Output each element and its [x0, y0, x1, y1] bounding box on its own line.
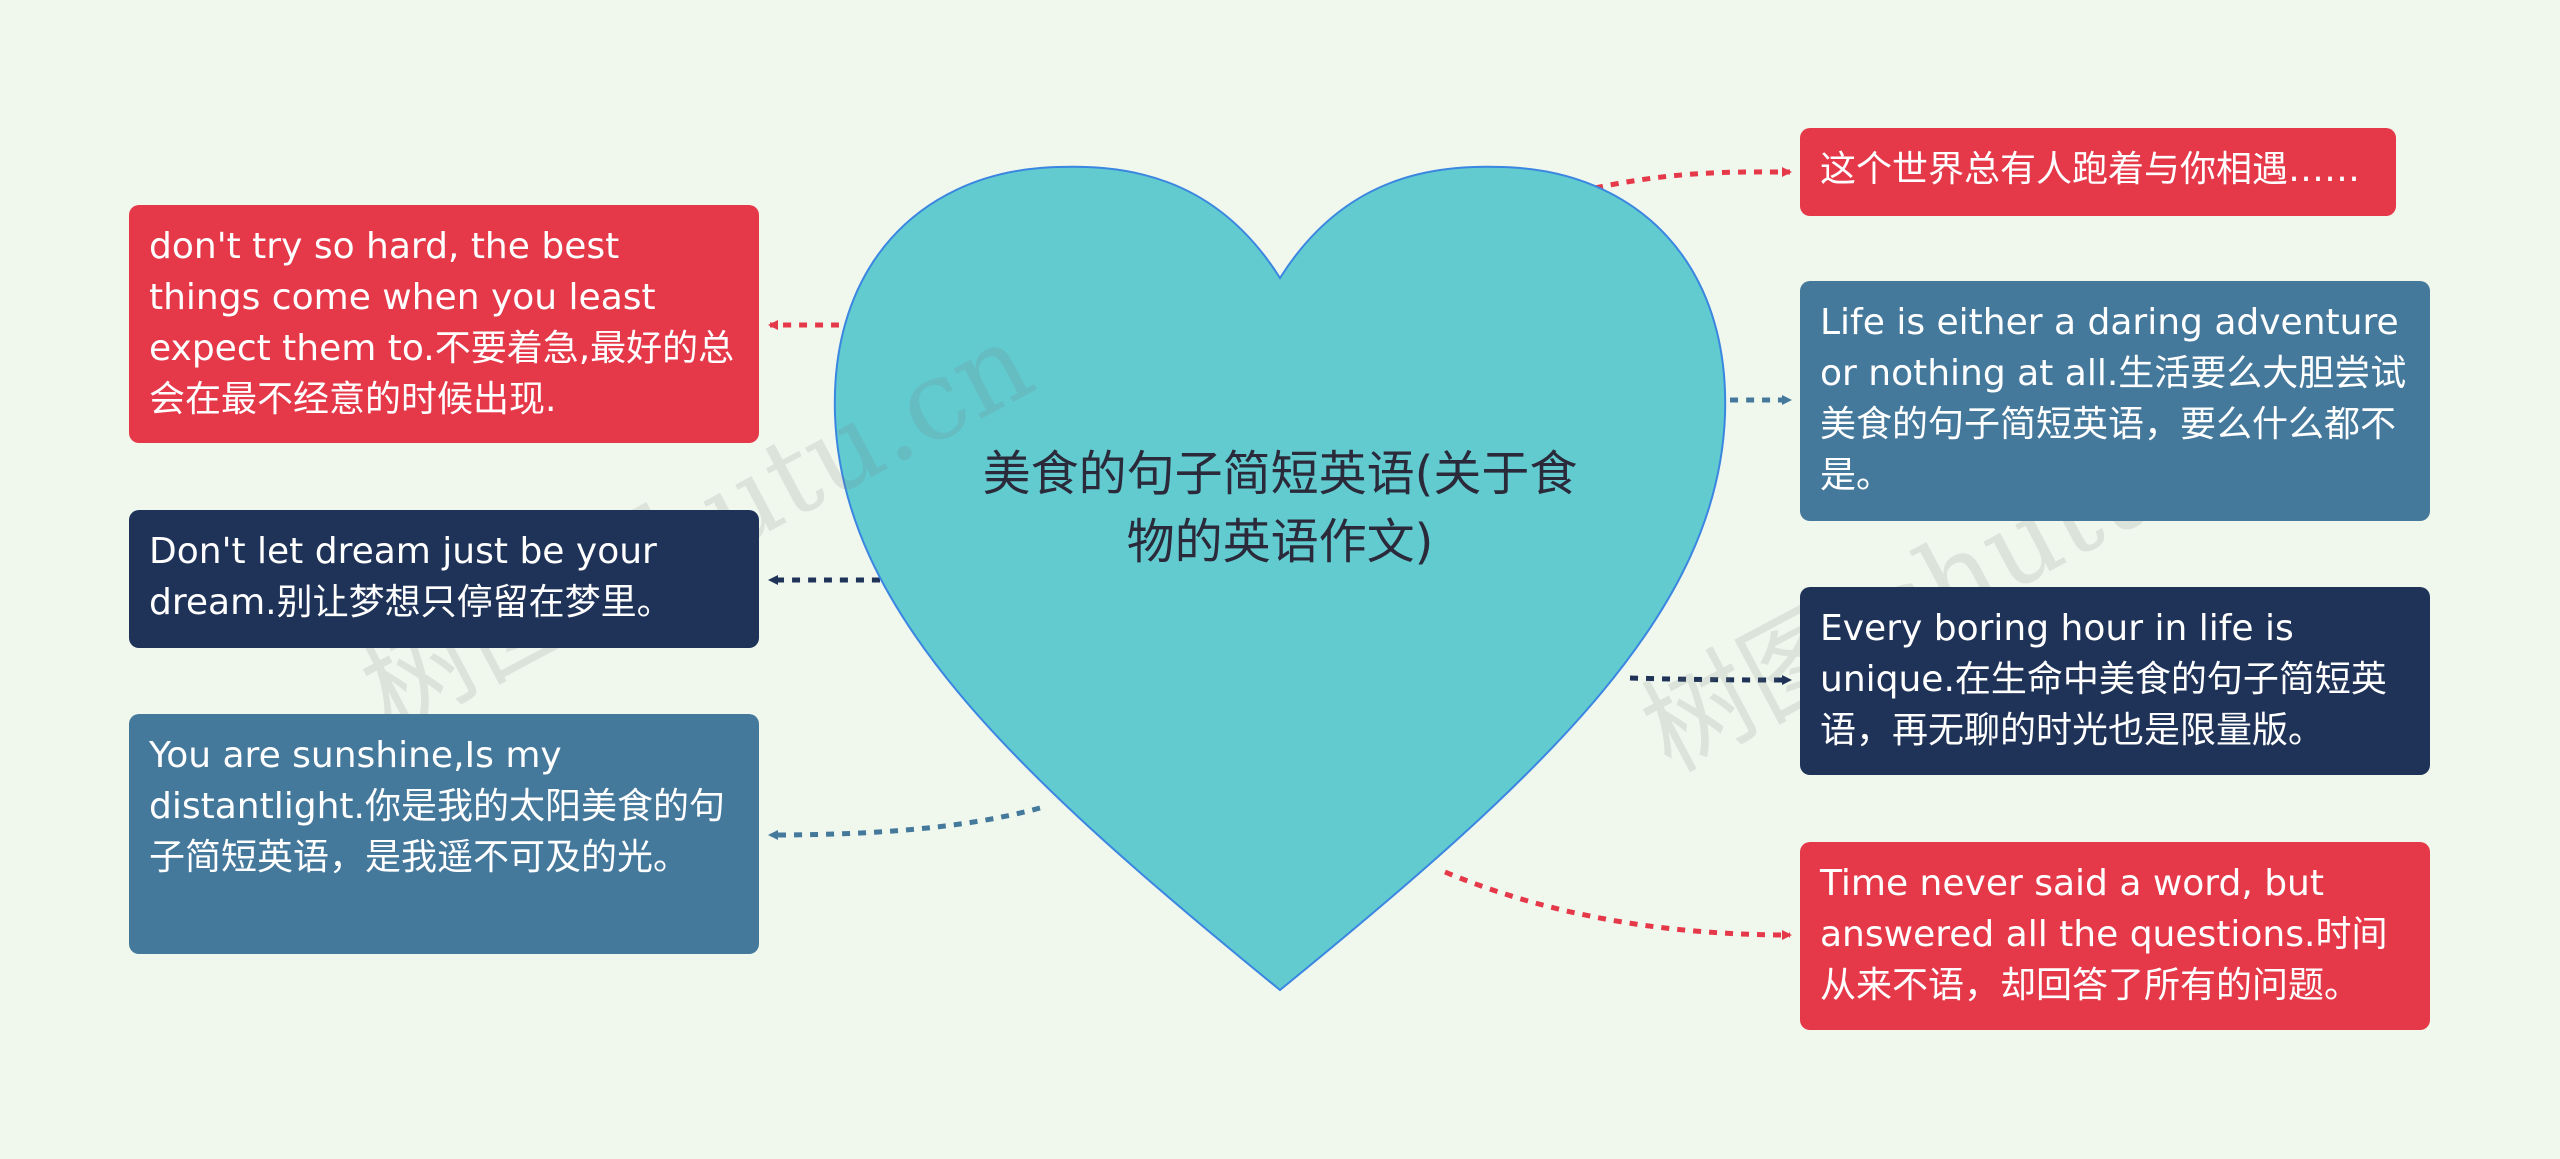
topic-node-left-3[interactable]: You are sunshine,Is my distantlight.你是我的… [129, 714, 759, 954]
topic-node-right-2[interactable]: Life is either a daring adventure or not… [1800, 281, 2430, 521]
topic-node-right-4[interactable]: Time never said a word, but answered all… [1800, 842, 2430, 1030]
connector-right-1 [1594, 166, 1792, 191]
topic-node-right-3[interactable]: Every boring hour in life is unique.在生命中… [1800, 587, 2430, 775]
topic-node-left-2[interactable]: Don't let dream just be your dream.别让梦想只… [129, 510, 759, 648]
connector-left-3 [768, 805, 1041, 840]
center-heart-shape[interactable] [833, 165, 1727, 992]
topic-node-right-1[interactable]: 这个世界总有人跑着与你相遇…… [1800, 128, 2396, 216]
connector-right-3 [1629, 674, 1792, 685]
connector-right-4 [1444, 869, 1792, 940]
center-topic-title[interactable]: 美食的句子简短英语(关于食物的英语作文) [982, 446, 1578, 570]
topic-node-left-1[interactable]: don't try so hard, the best things come … [129, 205, 759, 443]
